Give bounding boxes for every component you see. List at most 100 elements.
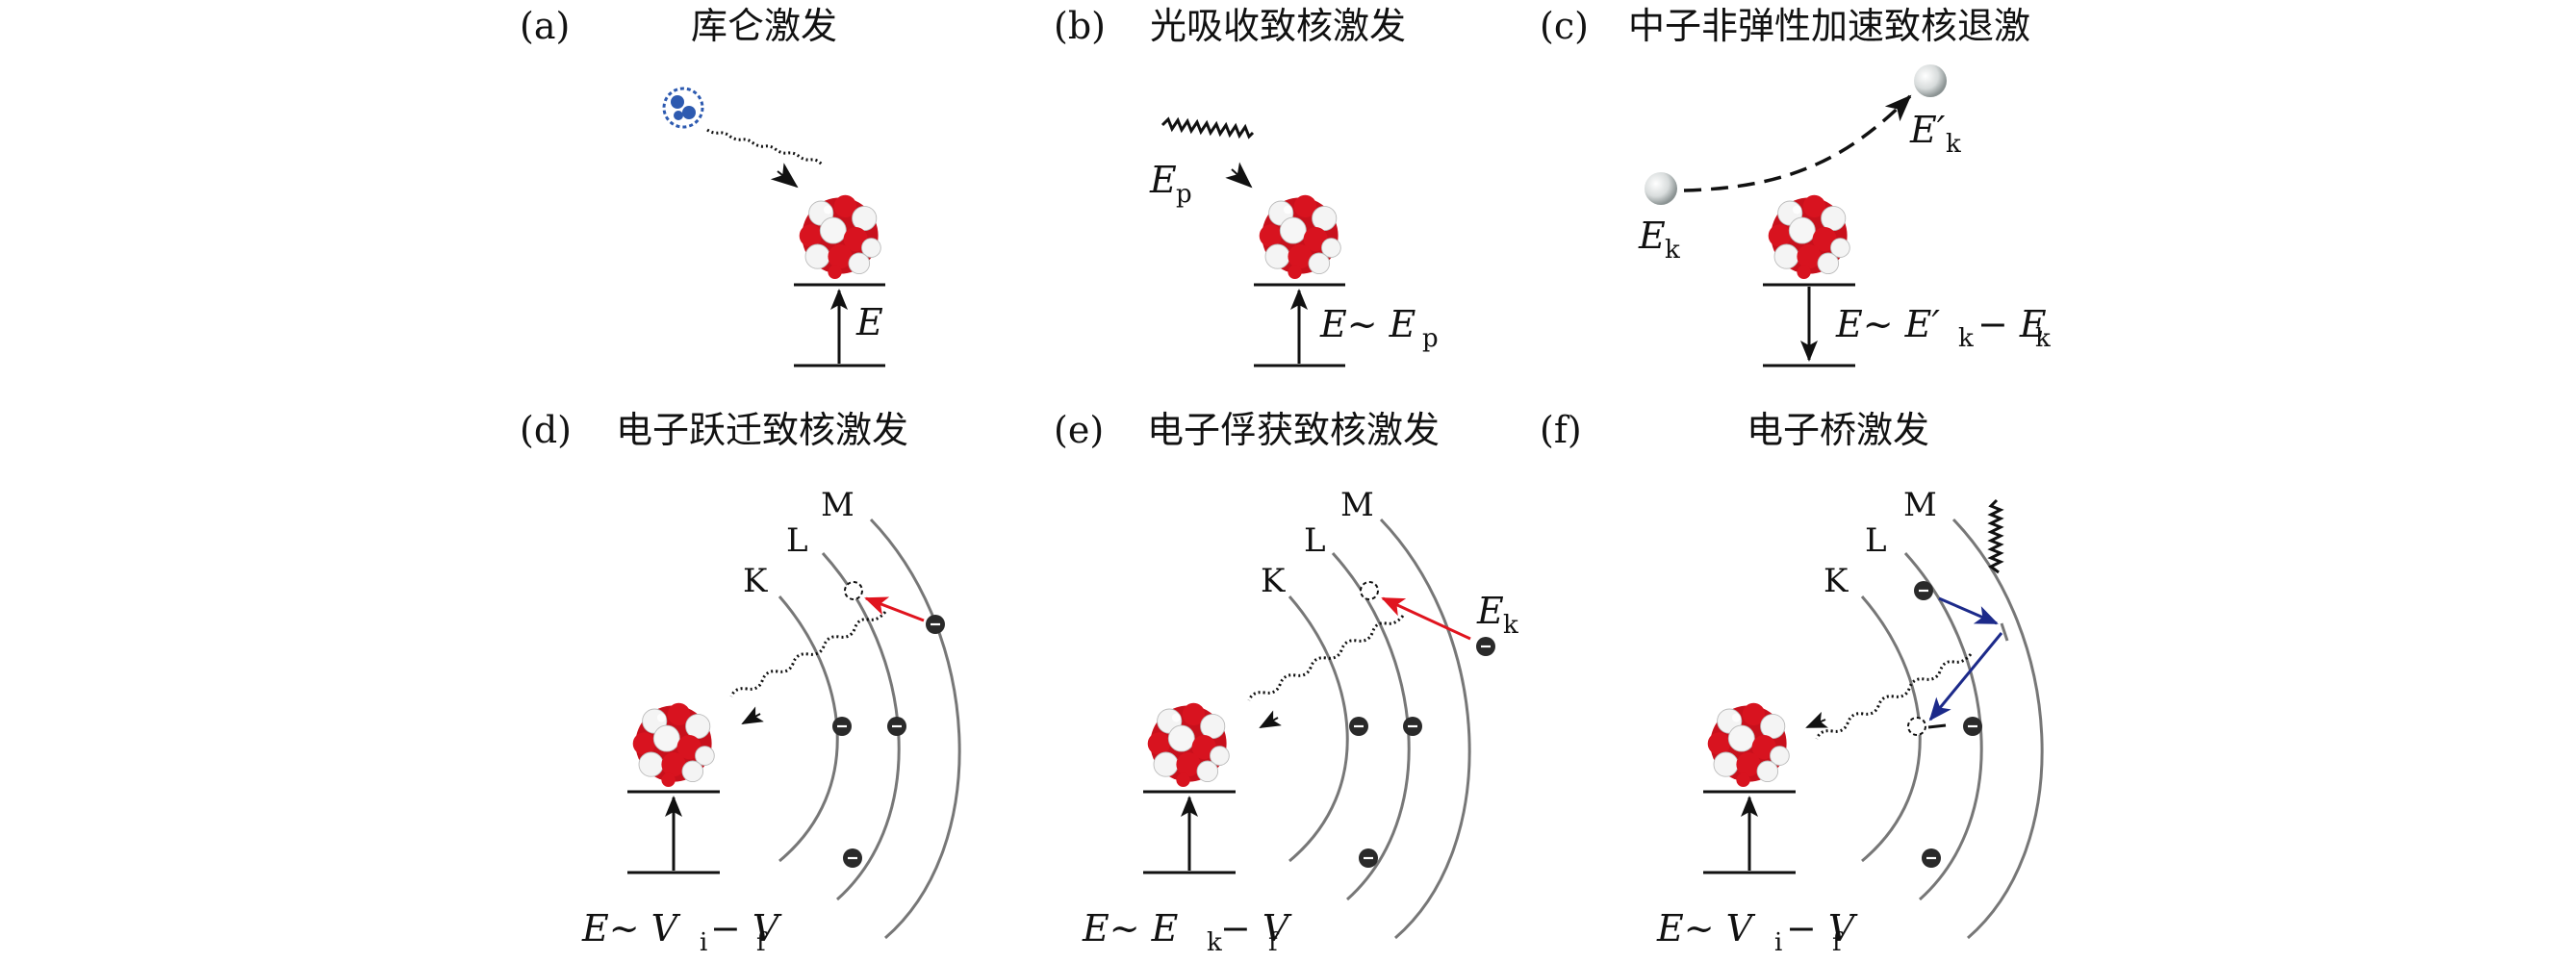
- projectile-icon: [662, 87, 704, 129]
- energy-sub2: f: [1268, 928, 1280, 957]
- panel-b-title: 光吸收致核激发: [1150, 5, 1406, 47]
- panel-a-title: 库仑激发: [691, 5, 837, 47]
- shell-m-label: M: [1340, 486, 1374, 524]
- neutron-in-sub: k: [1665, 236, 1680, 265]
- electron-icon: [1474, 635, 1497, 658]
- panel-c-tag: (c): [1540, 5, 1589, 47]
- arrow-icon: [1805, 711, 1828, 728]
- panel-a-tag: (a): [520, 5, 570, 47]
- nucleus-icon: [1768, 194, 1850, 279]
- panel-c-title: 中子非弹性加速致核退激: [1628, 5, 2030, 47]
- neutron-in-icon: [1645, 172, 1677, 205]
- vacancy-icon: [1360, 581, 1379, 600]
- shell-m-label: M: [821, 486, 854, 524]
- arrow-icon: [770, 163, 799, 189]
- energy-mid: − V: [1786, 907, 1858, 949]
- virtual-state-marker: [2000, 622, 2009, 642]
- shell-l-label: L: [786, 521, 808, 560]
- bridge-arrow-up: [1938, 596, 1999, 625]
- capture-arrow: [1381, 596, 1471, 641]
- electron-icon: [841, 847, 864, 870]
- energy-label: E∼ E′: [1835, 303, 1940, 345]
- arrow-icon: [1225, 162, 1253, 189]
- panel-d: (d) 电子跃迁致核激发 K L M E∼ V i − V f: [520, 409, 961, 957]
- photon-energy-label: E: [1149, 159, 1177, 201]
- neutron-out-icon: [1914, 64, 1947, 97]
- energy-mid: − V: [710, 907, 782, 949]
- panel-d-title: 电子跃迁致核激发: [616, 409, 908, 451]
- panel-f-tag: (f): [1540, 409, 1582, 451]
- panel-e-tag: (e): [1054, 409, 1104, 451]
- energy-label: E: [855, 301, 883, 343]
- energy-sub2: k: [2035, 324, 2051, 353]
- arrow-icon: [1259, 710, 1282, 728]
- virtual-photon-wave: [1815, 653, 1973, 740]
- energy-label: E∼ V: [1656, 907, 1756, 949]
- neutron-path: [1683, 94, 1912, 192]
- panel-f: (f) 电子桥激发 K L M E∼ V i − V f: [1540, 409, 2044, 957]
- photon-wave: [1160, 116, 1255, 139]
- panel-f-title: 电子桥激发: [1747, 409, 1929, 451]
- bridge-arrow-down: [1928, 632, 2003, 722]
- electron-icon: [1912, 579, 1935, 602]
- interaction-wave: [706, 128, 825, 167]
- neutron-in-label: E: [1638, 215, 1666, 257]
- photon-wave: [1987, 498, 2004, 574]
- shell-l-label: L: [1304, 521, 1326, 560]
- virtual-photon-wave: [729, 611, 887, 697]
- panel-e: (e) 电子俘获致核激发 K L M E k E∼ E k − V f: [1054, 409, 1518, 957]
- energy-sub1: k: [1207, 928, 1222, 957]
- nucleus-icon: [632, 702, 715, 787]
- energy-label: E∼ E: [1082, 907, 1179, 949]
- electron-energy-label: E: [1476, 590, 1504, 632]
- panel-e-title: 电子俘获致核激发: [1147, 409, 1440, 451]
- panel-b: (b) 光吸收致核激发 E p E∼ E p: [1054, 5, 1439, 367]
- shell-m: [1951, 518, 2044, 940]
- nucleus-icon: [799, 194, 881, 279]
- energy-sub1: i: [1774, 928, 1782, 957]
- panel-d-tag: (d): [520, 409, 572, 451]
- energy-label: E∼ E: [1319, 303, 1416, 345]
- transition-arrow: [864, 596, 925, 622]
- electron-icon: [885, 715, 908, 738]
- vacancy-icon: [1907, 717, 1926, 736]
- energy-sub1: i: [700, 928, 707, 957]
- shell-m-label: M: [1903, 486, 1937, 524]
- electron-icon: [924, 613, 947, 636]
- shell-k-label: K: [1824, 562, 1849, 600]
- shell-k: [1288, 595, 1349, 863]
- panel-c: (c) 中子非弹性加速致核退激 E k E′ k E∼ E′ k − E k: [1540, 5, 2051, 367]
- energy-sub2: f: [1832, 928, 1844, 957]
- energy-label: E∼ V: [581, 907, 681, 949]
- shell-m: [1379, 518, 1471, 940]
- shell-m: [869, 518, 961, 940]
- shell-k-label: K: [743, 562, 768, 600]
- shell-l-label: L: [1865, 521, 1887, 560]
- nucleus-icon: [1707, 702, 1790, 787]
- electron-icon: [1920, 847, 1943, 870]
- nucleus-icon: [1259, 194, 1341, 279]
- panel-a: (a) 库仑激发 E: [520, 5, 885, 367]
- energy-sub1: k: [1958, 324, 1974, 353]
- arrow-icon: [741, 706, 764, 724]
- shell-k: [778, 595, 839, 863]
- electron-icon: [1401, 715, 1424, 738]
- panel-b-tag: (b): [1054, 5, 1106, 47]
- energy-mid: − E: [1977, 303, 2047, 345]
- neutron-out-label: E′: [1909, 109, 1946, 151]
- virtual-photon-wave: [1247, 615, 1405, 701]
- energy-mid: − V: [1220, 907, 1292, 949]
- shell-k-label: K: [1261, 562, 1286, 600]
- vacancy-icon: [844, 581, 863, 600]
- electron-icon: [1961, 715, 1984, 738]
- energy-sub: p: [1422, 324, 1439, 353]
- electron-icon: [1357, 847, 1380, 870]
- neutron-out-sub: k: [1946, 130, 1961, 159]
- nucleus-icon: [1147, 702, 1230, 787]
- photon-energy-sub: p: [1176, 180, 1192, 209]
- electron-icon: [1347, 715, 1370, 738]
- energy-sub2: f: [756, 928, 768, 957]
- shell-l: [1903, 551, 1983, 901]
- electron-icon: [830, 715, 854, 738]
